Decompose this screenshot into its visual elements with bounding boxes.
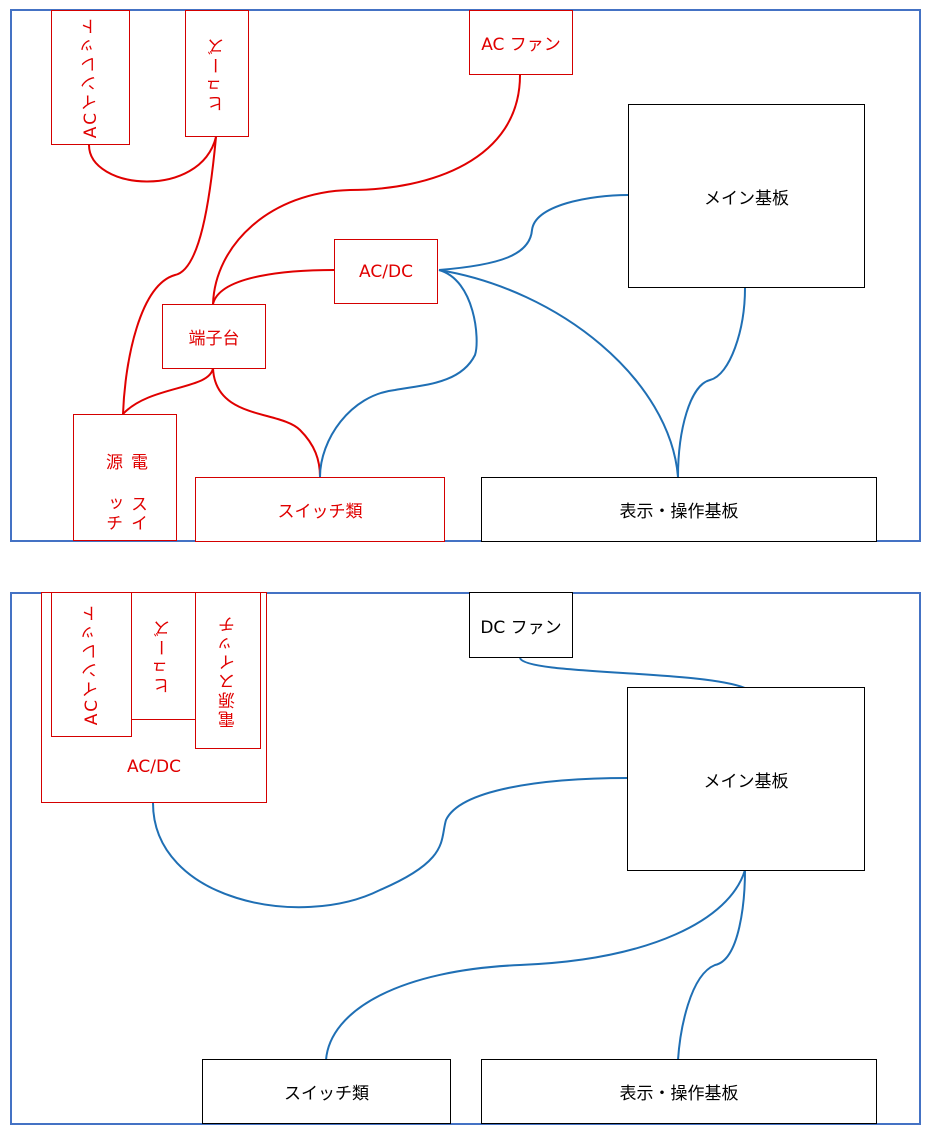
ac-dc-unit-label: AC/DC	[127, 757, 181, 777]
main-board-box: メイン基板	[628, 104, 865, 288]
fuse-label: ヒューズ	[207, 35, 228, 112]
power-switch-label-line1: 電源	[102, 453, 147, 472]
dc-fan-label: DC ファン	[480, 617, 562, 638]
fuse-box-bottom: ヒューズ	[131, 592, 196, 720]
switches-label-bottom: スイッチ類	[284, 1084, 369, 1104]
power-switch-label-line2: スイッチ	[102, 495, 147, 534]
switches-label: スイッチ類	[277, 502, 363, 522]
display-board-label: 表示・操作基板	[619, 502, 739, 522]
ac-inlet-box: ACインレット	[51, 10, 130, 145]
terminal-block-label: 端子台	[188, 329, 240, 349]
switches-box: スイッチ類	[195, 477, 445, 542]
terminal-block-box: 端子台	[162, 304, 266, 369]
ac-dc-label: AC/DC	[359, 261, 413, 282]
ac-fan-label: AC ファン	[481, 35, 561, 55]
main-board-label: メイン基板	[704, 188, 789, 209]
ac-inlet-box-bottom: ACインレット	[51, 592, 132, 737]
ac-dc-box: AC/DC	[334, 239, 438, 304]
display-board-box: 表示・操作基板	[481, 477, 877, 542]
fuse-label-bottom: ヒューズ	[154, 618, 174, 694]
main-board-label-bottom: メイン基板	[703, 771, 789, 792]
fuse-box: ヒューズ	[185, 10, 249, 137]
display-board-box-bottom: 表示・操作基板	[481, 1059, 877, 1124]
ac-fan-box: AC ファン	[469, 10, 573, 75]
power-switch-box-bottom: 電源スイッチ	[195, 592, 261, 749]
switches-box-bottom: スイッチ類	[202, 1059, 451, 1124]
power-switch-box: 電源 スイッチ	[73, 414, 177, 541]
dc-fan-box: DC ファン	[469, 592, 573, 658]
ac-inlet-label-bottom: ACインレット	[82, 603, 102, 726]
ac-inlet-label: ACインレット	[81, 16, 101, 139]
power-switch-label-bottom: 電源スイッチ	[218, 613, 239, 728]
power-switch-text: 電源 スイッチ	[100, 415, 150, 540]
main-board-box-bottom: メイン基板	[627, 687, 865, 871]
display-board-label-bottom: 表示・操作基板	[619, 1084, 739, 1104]
